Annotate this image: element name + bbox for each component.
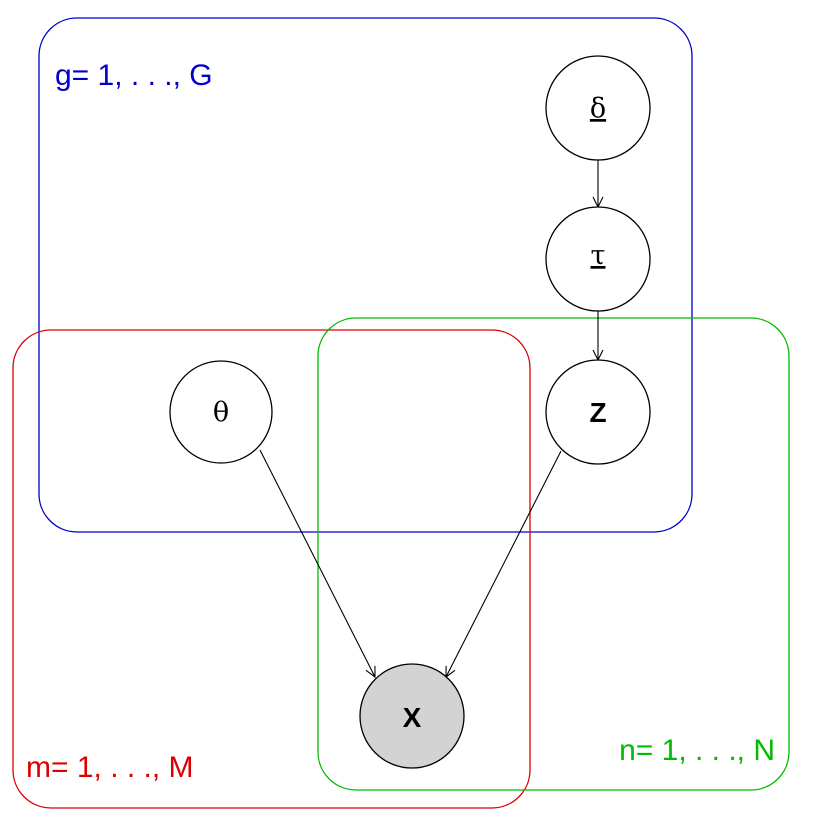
plate-m-label: m= 1, . . ., M: [26, 751, 194, 784]
node-delta: δ: [545, 55, 651, 161]
plate-g-label: g= 1, . . ., G: [55, 59, 213, 92]
node-tau-symbol: τ: [591, 240, 606, 271]
node-delta-symbol: δ: [590, 93, 606, 124]
node-theta: θ: [169, 360, 273, 464]
edge-theta-to-x: [259, 449, 375, 677]
node-x-symbol: X: [403, 702, 422, 733]
node-x: X: [359, 663, 465, 769]
node-tau: τ: [545, 206, 651, 312]
plate-n-label: n= 1, . . ., N: [619, 734, 775, 767]
edge-z-to-x: [446, 450, 562, 677]
plate-m: [12, 329, 531, 809]
node-z: Z: [545, 359, 651, 465]
node-z-symbol: Z: [589, 397, 606, 428]
node-theta-symbol: θ: [213, 397, 229, 428]
plate-n: [317, 317, 790, 791]
plate-g: [38, 17, 693, 533]
